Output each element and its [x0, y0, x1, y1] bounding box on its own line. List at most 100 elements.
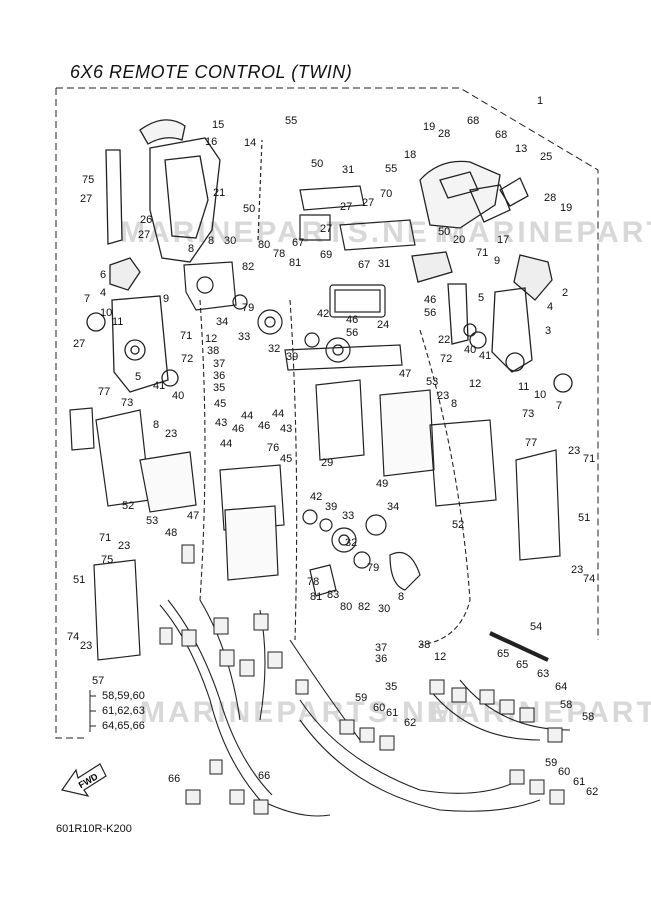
callout-46: 46: [346, 314, 358, 326]
callout-72: 72: [181, 353, 193, 365]
callout-53: 53: [146, 515, 158, 527]
callout-43: 43: [280, 423, 292, 435]
callout-9: 9: [163, 293, 169, 305]
callout-33: 33: [238, 331, 250, 343]
callout-2: 2: [562, 287, 568, 299]
callout-5: 5: [478, 292, 484, 304]
callout-81: 81: [310, 591, 322, 603]
callout-19: 19: [560, 202, 572, 214]
callout-44: 44: [241, 410, 253, 422]
callout-34: 34: [216, 316, 228, 328]
watermark-text-3: MARINEPARTS.NET: [140, 696, 471, 729]
callout-80: 80: [340, 601, 352, 613]
callout-56: 56: [424, 307, 436, 319]
callout-23: 23: [568, 445, 580, 457]
assembly-boundary: [55, 87, 599, 739]
callout-37: 37: [213, 358, 225, 370]
callout-69: 69: [320, 249, 332, 261]
callout-17: 17: [497, 234, 509, 246]
callout-38: 38: [418, 639, 430, 651]
callout-74: 74: [67, 631, 79, 643]
callout-6: 6: [100, 269, 106, 281]
callout-56: 56: [346, 327, 358, 339]
group-row-3: 64,65,66: [102, 720, 145, 732]
callout-12: 12: [469, 378, 481, 390]
callout-27: 27: [73, 338, 85, 350]
callout-44: 44: [272, 408, 284, 420]
callout-35: 35: [385, 681, 397, 693]
callout-67: 67: [358, 259, 370, 271]
callout-35: 35: [213, 382, 225, 394]
callout-3: 3: [545, 325, 551, 337]
callout-60: 60: [558, 766, 570, 778]
callout-64: 64: [555, 681, 567, 693]
callout-32: 32: [345, 537, 357, 549]
callout-55: 55: [385, 163, 397, 175]
callout-68: 68: [495, 129, 507, 141]
fwd-arrow: FWD: [60, 763, 107, 797]
callout-42: 42: [310, 491, 322, 503]
callout-23: 23: [80, 640, 92, 652]
callout-73: 73: [522, 408, 534, 420]
callout-27: 27: [362, 197, 374, 209]
reference-group-bracket: [89, 690, 96, 732]
callout-81: 81: [289, 257, 301, 269]
callout-51: 51: [73, 574, 85, 586]
callout-28: 28: [544, 192, 556, 204]
callout-65: 65: [516, 659, 528, 671]
callout-66: 66: [168, 773, 180, 785]
callout-83: 83: [327, 589, 339, 601]
callout-50: 50: [311, 158, 323, 170]
callout-74: 74: [583, 573, 595, 585]
callout-11: 11: [112, 316, 123, 328]
left-control-housing: [86, 119, 221, 393]
ecu-and-brackets: [69, 379, 561, 661]
watermark-text-2: MARINEPARTS.NET: [440, 216, 651, 249]
callout-75: 75: [101, 554, 113, 566]
callout-78: 78: [273, 248, 285, 260]
callout-53: 53: [426, 376, 438, 388]
callout-30: 30: [378, 603, 390, 615]
callout-12: 12: [205, 333, 217, 345]
callout-45: 45: [214, 398, 226, 410]
callout-63: 63: [537, 668, 549, 680]
callout-29: 29: [321, 457, 333, 469]
callout-76: 76: [267, 442, 279, 454]
group-row-1: 58,59,60: [102, 690, 145, 702]
callout-23: 23: [571, 564, 583, 576]
callout-24: 24: [377, 319, 389, 331]
callout-61: 61: [386, 707, 398, 719]
watermark-text-4: MARINEPARTS.NET: [430, 696, 651, 729]
callout-59: 59: [355, 692, 367, 704]
callout-54: 54: [530, 621, 542, 633]
group-number: 57: [92, 675, 105, 687]
callout-27: 27: [340, 201, 352, 213]
callout-23: 23: [118, 540, 130, 552]
callout-70: 70: [380, 188, 392, 200]
callout-33: 33: [342, 510, 354, 522]
callout-36: 36: [213, 370, 225, 382]
callout-49: 49: [376, 478, 388, 490]
callout-71: 71: [99, 532, 111, 544]
callout-20: 20: [453, 234, 465, 246]
callout-58: 58: [560, 699, 572, 711]
callout-75: 75: [82, 174, 94, 186]
callout-79: 79: [242, 302, 254, 314]
callout-8: 8: [398, 591, 404, 603]
callout-34: 34: [387, 501, 399, 513]
callout-77: 77: [525, 437, 537, 449]
callout-52: 52: [122, 500, 134, 512]
callout-9: 9: [494, 255, 500, 267]
callout-27: 27: [80, 193, 92, 205]
callout-71: 71: [180, 330, 192, 342]
callout-79: 79: [367, 562, 379, 574]
callout-66: 66: [258, 770, 270, 782]
callout-45: 45: [280, 453, 292, 465]
callout-28: 28: [438, 128, 450, 140]
callout-39: 39: [325, 501, 337, 513]
callout-60: 60: [373, 702, 385, 714]
callout-36: 36: [375, 653, 387, 665]
callout-40: 40: [464, 344, 476, 356]
callout-4: 4: [547, 301, 553, 313]
